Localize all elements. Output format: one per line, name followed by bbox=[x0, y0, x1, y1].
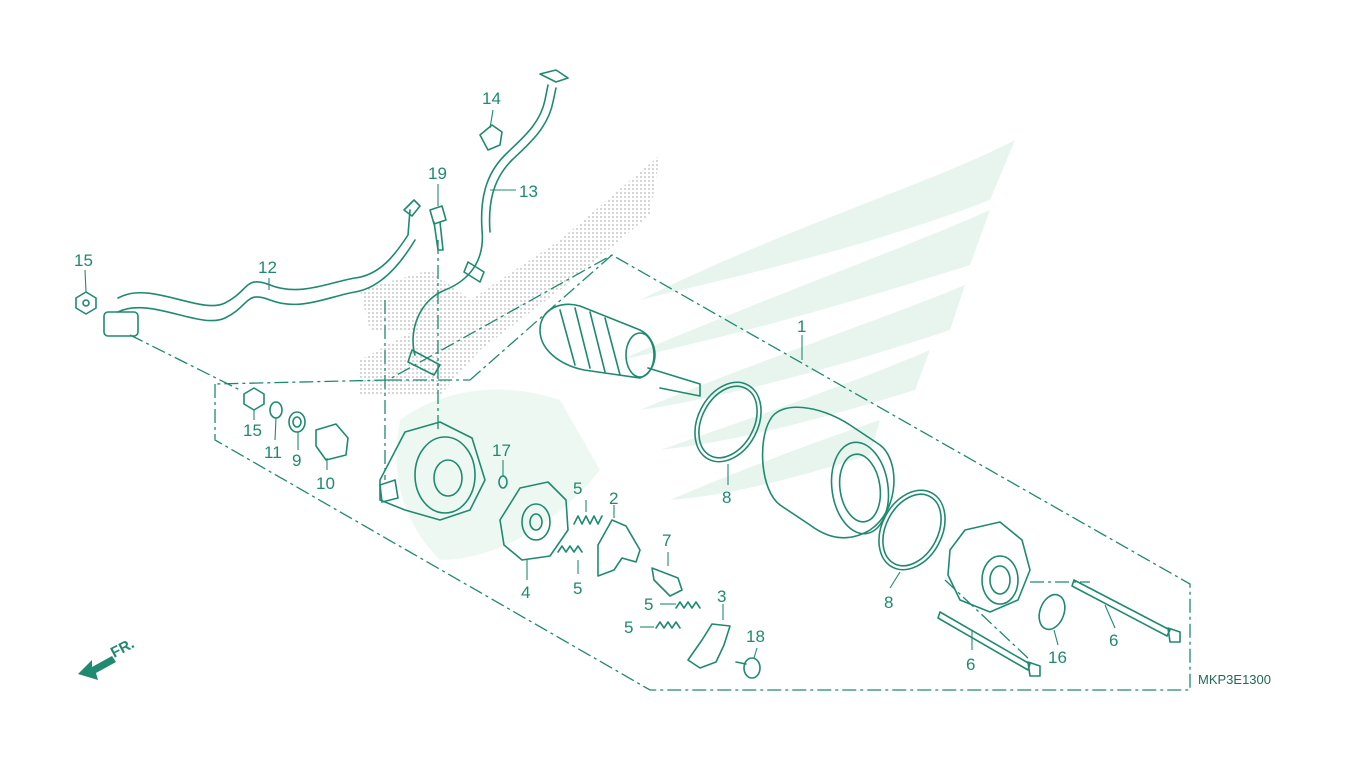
callout-2: 2 bbox=[609, 489, 618, 508]
callout-12: 12 bbox=[258, 258, 277, 277]
bolt-6-a bbox=[937, 611, 1041, 677]
assembly-outline bbox=[129, 240, 1191, 691]
callout-17: 17 bbox=[492, 441, 511, 460]
screw-18 bbox=[735, 657, 761, 679]
callout-8-a: 8 bbox=[722, 488, 731, 507]
callout-6-b: 6 bbox=[1109, 631, 1118, 650]
o-ring-16 bbox=[1038, 593, 1066, 631]
callout-15-a: 15 bbox=[74, 251, 93, 270]
brush-3 bbox=[687, 623, 731, 669]
callout-10: 10 bbox=[316, 474, 335, 493]
callout-7: 7 bbox=[662, 531, 671, 550]
wing-watermark bbox=[396, 140, 1015, 560]
halftone-shading bbox=[360, 155, 660, 395]
callout-6-a: 6 bbox=[966, 655, 975, 674]
front-direction-arrow-icon bbox=[78, 656, 116, 680]
spring-5-b bbox=[557, 545, 583, 553]
callout-14: 14 bbox=[482, 89, 501, 108]
callout-5-b: 5 bbox=[573, 579, 582, 598]
drawing-code: MKP3E1300 bbox=[1198, 672, 1271, 687]
bolt-6-b bbox=[1071, 579, 1181, 643]
starter-cable-13 bbox=[407, 69, 569, 376]
callout-5-a: 5 bbox=[573, 479, 582, 498]
callout-3: 3 bbox=[717, 587, 726, 606]
callout-9: 9 bbox=[292, 451, 301, 470]
terminal-hardware bbox=[243, 387, 349, 461]
nut-15-top bbox=[75, 291, 97, 315]
armature bbox=[539, 303, 701, 397]
callout-5-d: 5 bbox=[624, 618, 633, 637]
battery-cable-12 bbox=[103, 199, 421, 337]
callout-1: 1 bbox=[797, 317, 806, 336]
callout-13: 13 bbox=[519, 182, 538, 201]
bolt-19 bbox=[429, 205, 447, 251]
front-cover bbox=[947, 521, 1031, 613]
bolt-7 bbox=[651, 567, 683, 597]
callout-16: 16 bbox=[1048, 648, 1067, 667]
spring-5-d bbox=[655, 621, 681, 629]
spring-5-a bbox=[573, 515, 603, 525]
callout-8-b: 8 bbox=[884, 593, 893, 612]
brush-holder-4 bbox=[499, 481, 569, 561]
cable-clip-14 bbox=[479, 124, 503, 151]
spring-5-c bbox=[675, 601, 701, 609]
rear-cover bbox=[379, 421, 486, 521]
callout-19: 19 bbox=[428, 164, 447, 183]
yoke bbox=[761, 406, 895, 539]
brush-2 bbox=[597, 519, 641, 577]
o-ring-8-a bbox=[694, 381, 762, 463]
callout-18: 18 bbox=[746, 627, 765, 646]
callout-5-c: 5 bbox=[644, 595, 653, 614]
leader-lines bbox=[84, 109, 1116, 659]
callout-15-b: 15 bbox=[243, 421, 262, 440]
callout-11: 11 bbox=[264, 443, 282, 462]
callout-4: 4 bbox=[521, 583, 530, 602]
